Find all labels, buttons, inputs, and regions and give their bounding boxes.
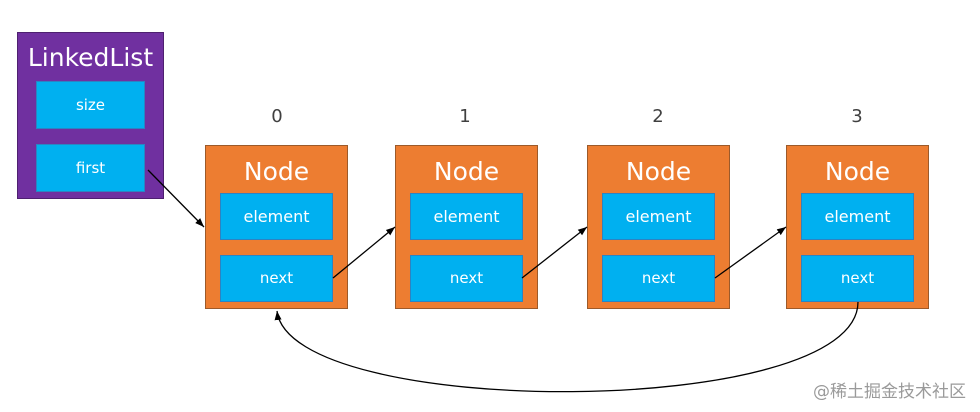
element-field: element — [801, 193, 914, 240]
arrow-node-3-back-to-node-0 — [274, 301, 859, 393]
linkedlist-object: LinkedList size first — [17, 32, 164, 199]
node-index-1: 1 — [459, 106, 471, 127]
arrow-node-2-to-node-3 — [714, 226, 787, 279]
arrow-node-1-to-node-2 — [521, 226, 588, 279]
node-index-0: 0 — [271, 106, 283, 127]
node-0: Node element next — [205, 145, 348, 309]
node-title: Node — [625, 157, 692, 186]
node-1: Node element next — [395, 145, 538, 309]
node-3: Node element next — [786, 145, 929, 309]
linkedlist-title: LinkedList — [27, 43, 154, 72]
node-title: Node — [243, 157, 310, 186]
node-title: Node — [824, 157, 891, 186]
element-field: element — [410, 193, 523, 240]
size-field: size — [36, 81, 145, 129]
next-field: next — [801, 255, 914, 302]
node-index-3: 3 — [851, 106, 863, 127]
arrow-node-0-to-node-1 — [332, 226, 396, 279]
element-field: element — [220, 193, 333, 240]
node-title: Node — [433, 157, 500, 186]
next-field: next — [410, 255, 523, 302]
node-2: Node element next — [587, 145, 730, 309]
next-field: next — [220, 255, 333, 302]
arrow-first-to-node-0 — [147, 169, 205, 228]
element-field: element — [602, 193, 715, 240]
node-index-2: 2 — [652, 106, 664, 127]
first-field: first — [36, 144, 145, 192]
next-field: next — [602, 255, 715, 302]
watermark: @稀土掘金技术社区 — [813, 382, 966, 402]
